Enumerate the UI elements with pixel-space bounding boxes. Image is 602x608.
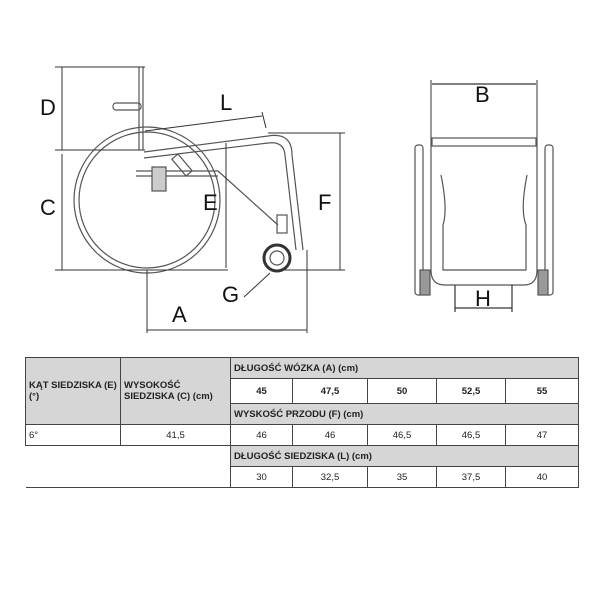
- seat-height-value: 41,5: [120, 424, 231, 446]
- wheelchair-dimension-diagram: D C L E F G A B H: [40, 66, 554, 333]
- front-height-header: WYSKOŚĆ PRZODU (F) (cm): [230, 403, 579, 425]
- front-height-value: 46: [292, 424, 368, 446]
- label-a: A: [172, 302, 187, 327]
- label-c: C: [40, 195, 56, 220]
- length-value: 52,5: [436, 378, 506, 404]
- label-h: H: [475, 286, 491, 311]
- label-e: E: [203, 190, 218, 215]
- front-height-value: 47: [505, 424, 579, 446]
- seat-length-value: 32,5: [292, 466, 368, 488]
- front-height-value: 46: [230, 424, 293, 446]
- seat-length-value: 40: [505, 466, 579, 488]
- front-view: [414, 80, 554, 312]
- seat-height-header: WYSOKOŚĆ SIEDZISKA (C) (cm): [120, 357, 231, 425]
- seat-length-value: 30: [230, 466, 293, 488]
- label-d: D: [40, 95, 56, 120]
- length-value: 47,5: [292, 378, 368, 404]
- seat-length-value: 35: [367, 466, 437, 488]
- label-b: B: [475, 82, 490, 107]
- label-g: G: [222, 282, 239, 307]
- seat-length-header: DŁUGOŚĆ SIEDZISKA (L) (cm): [230, 445, 579, 467]
- length-header: DŁUGOŚĆ WÓZKA (A) (cm): [230, 357, 579, 379]
- seat-angle-header: KĄT SIEDZISKA (E) (°): [25, 357, 121, 425]
- seat-angle-value: 6°: [25, 424, 121, 446]
- front-height-value: 46,5: [367, 424, 437, 446]
- dimensions-table: KĄT SIEDZISKA (E) (°) WYSOKOŚĆ SIEDZISKA…: [25, 357, 579, 488]
- side-view: [55, 66, 345, 333]
- length-value: 55: [505, 378, 579, 404]
- length-value: 50: [367, 378, 437, 404]
- length-value: 45: [230, 378, 293, 404]
- seat-length-value: 37,5: [436, 466, 506, 488]
- empty-cell: [25, 445, 231, 488]
- label-f: F: [318, 190, 331, 215]
- front-height-value: 46,5: [436, 424, 506, 446]
- label-l: L: [220, 90, 232, 115]
